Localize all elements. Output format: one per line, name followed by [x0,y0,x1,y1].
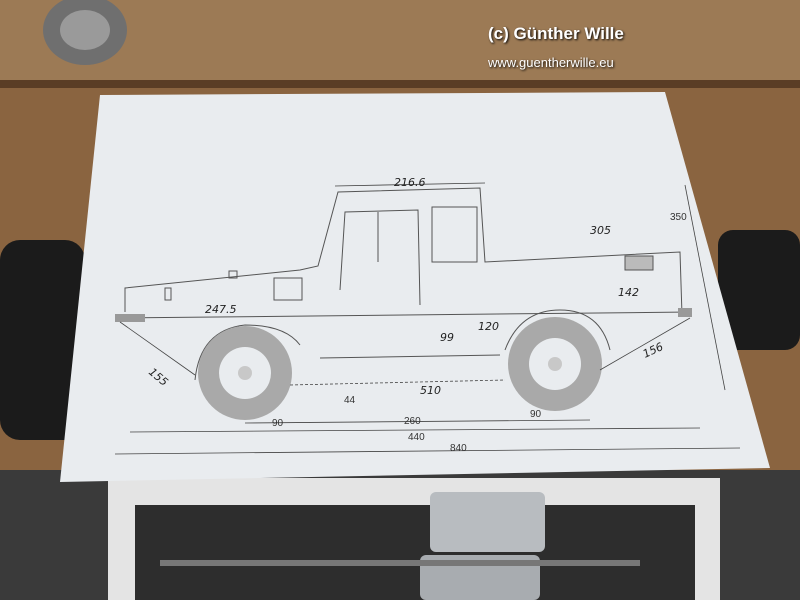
dim-front-overhang: 247.5 [205,303,237,316]
dim-rear-90: 90 [530,409,542,420]
motor [430,492,545,552]
right-tire [718,230,800,350]
headlight [273,277,303,301]
dim-clearance-99: 99 [440,331,454,344]
vehicle-drawing [117,187,691,381]
left-tire [0,240,85,440]
rear-bumper [678,308,692,317]
taillight [624,255,654,271]
solder-spool-core [60,10,110,50]
sill-line [117,311,691,319]
dim-clearance-120: 120 [478,320,499,333]
motor-2 [420,555,540,600]
dim-track-length: 440 [408,432,425,443]
front-bumper [115,314,145,322]
dimension-lines [114,182,741,455]
chassis-inner [135,505,695,600]
dim-roof-length: 216.6 [394,176,426,189]
running-board [319,354,501,359]
shelf-edge [0,80,800,88]
dim-height-350: 350 [670,212,687,223]
bench-shelf [0,0,800,80]
watermark-url: www.guentherwille.eu [488,55,614,70]
axle [160,560,640,566]
front-hub [238,366,252,380]
rear-hub [548,357,562,371]
dim-bed-length: 142 [618,286,639,299]
body-outline [124,187,683,316]
dim-total-length: 840 [450,443,467,454]
dim-front-90: 90 [272,418,284,429]
rear-window [431,206,478,263]
dim-wheelbase: 260 [404,416,421,427]
dim-height-305: 305 [590,224,611,237]
dim-ground-clearance: 44 [344,395,356,406]
front-door [339,209,421,306]
watermark-copyright: (c) Günther Wille [488,24,624,43]
dim-wheel-gap: 510 [420,384,441,397]
